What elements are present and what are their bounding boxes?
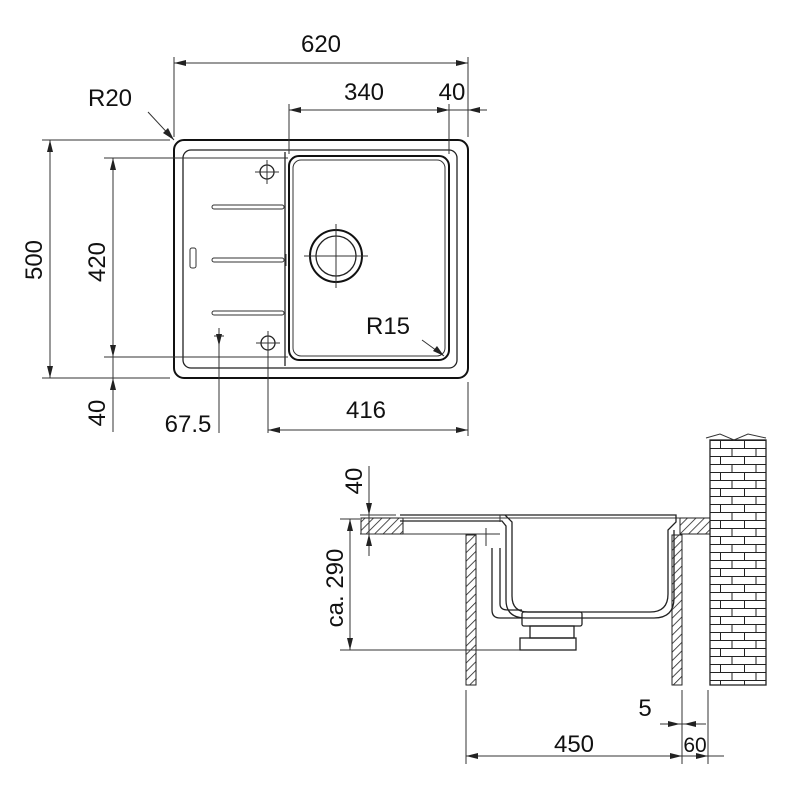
dim-right-margin-label: 40 xyxy=(439,79,466,106)
dim-height-label: 500 xyxy=(21,240,48,280)
top-view: 620 340 40 R20 xyxy=(21,31,487,438)
dim-inner-height-label: 420 xyxy=(84,242,111,282)
dim-cabinet-width-label: 450 xyxy=(554,731,594,758)
dim-bottom-margin-label: 40 xyxy=(84,400,111,427)
dim-bowl-width-340: 340 xyxy=(288,79,450,154)
dim-height-500: 500 xyxy=(21,139,170,379)
dim-drain-to-edge-416: 416 xyxy=(268,382,469,436)
brick-wall xyxy=(705,433,767,686)
sink-section xyxy=(400,514,677,651)
dim-offset-67-5: 67.5 xyxy=(165,328,224,438)
dim-bottom-margin-40: 40 xyxy=(84,357,116,432)
dim-cabinet-width-450: 450 xyxy=(465,690,683,764)
dim-depth-290: ca. 290 xyxy=(322,518,520,651)
dim-wall-offset-label: 60 xyxy=(683,734,706,757)
tap-hole-bottom xyxy=(256,331,280,433)
dim-drain-to-edge-label: 416 xyxy=(346,397,386,424)
dim-bowl-radius-label: R15 xyxy=(366,313,410,340)
dim-offset-label: 67.5 xyxy=(165,411,212,438)
countertop xyxy=(360,517,711,535)
dim-gap-5: 5 xyxy=(638,695,706,727)
dim-rim-40: 40 xyxy=(341,466,396,556)
dim-width-label: 620 xyxy=(301,31,341,58)
dim-gap-label: 5 xyxy=(638,695,651,722)
dim-corner-radius: R20 xyxy=(88,85,175,141)
tap-hole-top xyxy=(255,160,279,184)
cabinet-panels xyxy=(465,534,683,686)
sink-outline xyxy=(173,139,469,379)
dim-rim-label: 40 xyxy=(341,468,368,495)
dim-bowl-width-label: 340 xyxy=(344,79,384,106)
drainer-ribs xyxy=(189,204,287,316)
section-view: 40 ca. 290 450 5 xyxy=(322,433,767,764)
dim-wall-offset-60: 60 xyxy=(682,690,724,764)
dim-right-margin-40: 40 xyxy=(437,79,487,113)
drain-icon xyxy=(304,224,368,288)
dim-width-620: 620 xyxy=(173,31,469,137)
dim-depth-label: ca. 290 xyxy=(322,549,349,628)
dim-corner-radius-label: R20 xyxy=(88,85,132,112)
dim-inner-height-420: 420 xyxy=(84,157,288,358)
dim-bowl-radius: R15 xyxy=(366,313,445,357)
